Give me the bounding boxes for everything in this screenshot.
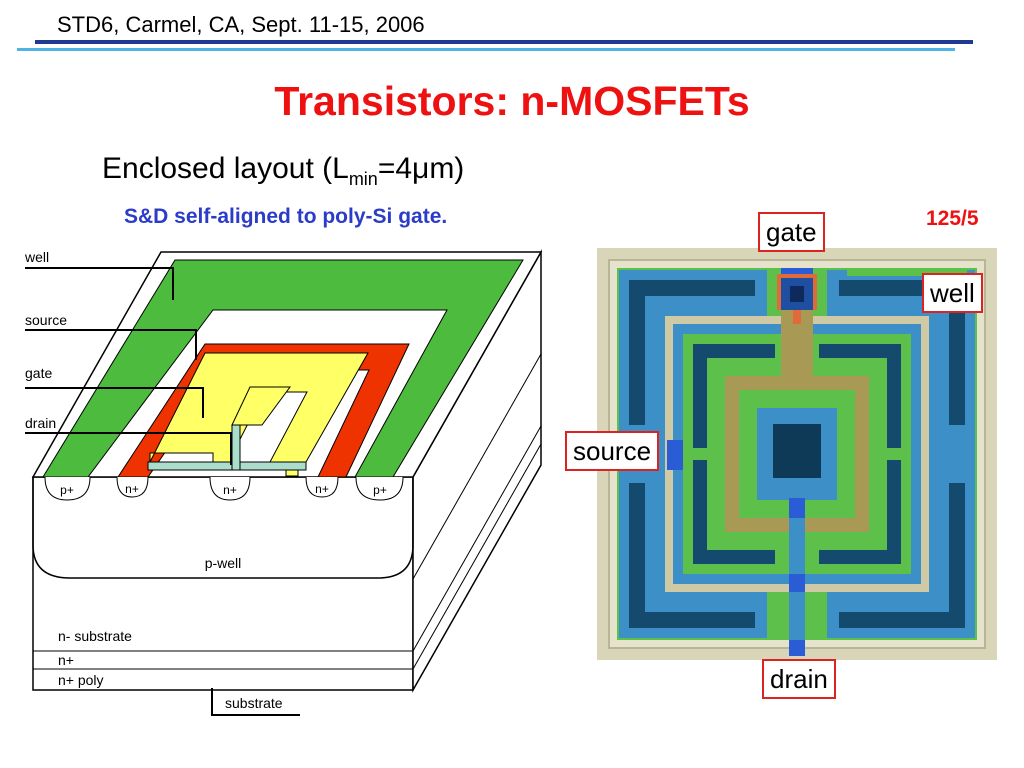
implant-n-1 <box>116 476 149 498</box>
header-rule-dark <box>35 40 973 44</box>
label-n-plus-layer: n+ <box>58 652 74 668</box>
slide-subtitle: Enclosed layout (Lmin=4μm) <box>102 152 464 190</box>
self-aligned-note: S&D self-aligned to poly-Si gate. <box>124 205 448 228</box>
poly-gate-edge <box>147 461 307 471</box>
block-front-face <box>32 476 414 691</box>
well-lead <box>25 267 174 300</box>
source-contact <box>667 440 683 470</box>
source-lead <box>25 329 197 360</box>
mosfet-3d-diagram: p-well p+ n+ n+ n+ p+ n- substrate n+ n+… <box>24 249 543 716</box>
label-p-plus-left: p+ <box>60 483 74 497</box>
gate-lead <box>25 387 204 418</box>
ratio-label: 125/5 <box>926 207 979 230</box>
label-source: source <box>25 312 67 328</box>
label-drain: drain <box>25 415 56 431</box>
substrate-lead <box>211 688 300 716</box>
callout-source: source <box>565 431 660 471</box>
label-p-plus-right: p+ <box>373 483 387 497</box>
subtitle-rest: =4μm) <box>377 152 465 185</box>
label-gate: gate <box>25 365 52 381</box>
header-text: STD6, Carmel, CA, Sept. 11-15, 2006 <box>57 12 425 37</box>
drain-strip <box>789 478 805 654</box>
implant-p-left <box>44 476 91 501</box>
implant-p-right <box>355 476 404 501</box>
label-n-substrate: n- substrate <box>58 628 132 644</box>
implant-n-3 <box>305 476 339 498</box>
gate-finger-top <box>231 386 291 426</box>
drain-lead <box>25 432 232 465</box>
p-well-label: p-well <box>205 555 242 571</box>
callout-well: well <box>922 273 983 313</box>
implant-n-2 <box>209 476 251 501</box>
header-rule-light <box>17 48 955 51</box>
subtitle-main: Enclosed layout (L <box>102 152 349 185</box>
well-ring <box>42 259 524 478</box>
label-substrate: substrate <box>225 695 283 711</box>
label-well: well <box>24 249 49 265</box>
p-well-outline <box>32 477 414 579</box>
label-n-plus-2: n+ <box>223 483 237 497</box>
callout-gate: gate <box>758 212 825 252</box>
subtitle-subscript: min <box>348 169 378 189</box>
enclosed-layout-view <box>597 248 997 660</box>
label-n-poly: n+ poly <box>58 672 104 688</box>
label-n-plus-1: n+ <box>125 482 139 496</box>
slide-title: Transistors: n-MOSFETs <box>274 78 750 124</box>
callout-drain: drain <box>762 659 836 699</box>
label-n-plus-3: n+ <box>315 482 329 496</box>
